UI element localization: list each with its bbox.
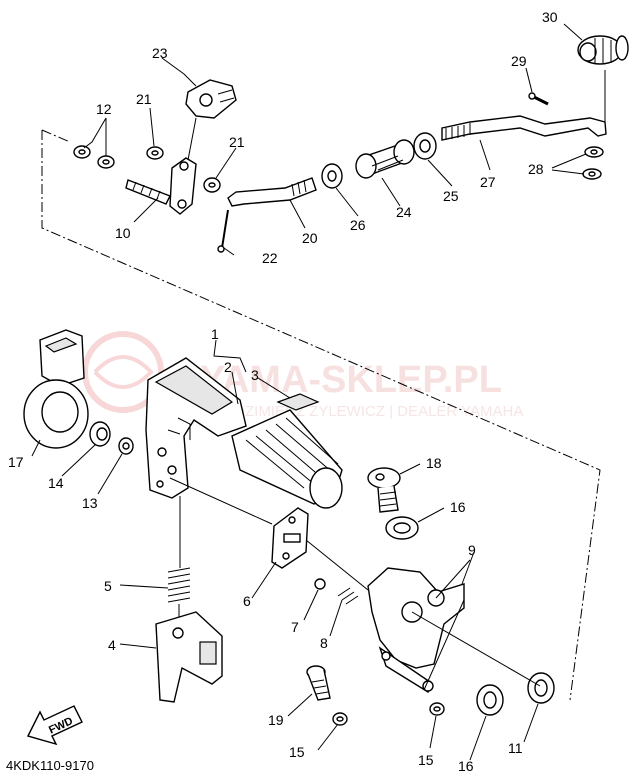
part-5-spring[interactable] bbox=[167, 496, 191, 620]
callout-24: 24 bbox=[396, 204, 412, 220]
part-20-shift-lever[interactable] bbox=[227, 177, 317, 207]
callout-18: 18 bbox=[426, 455, 442, 471]
callout-1: 1 bbox=[211, 326, 219, 342]
part-28-washers[interactable] bbox=[582, 146, 604, 180]
part-24-joint-sleeve[interactable] bbox=[355, 139, 415, 179]
callout-19: 19 bbox=[268, 712, 284, 728]
callout-28: 28 bbox=[528, 161, 544, 177]
callout-15-b: 15 bbox=[418, 752, 434, 768]
callout-2: 2 bbox=[224, 359, 232, 375]
callout-13: 13 bbox=[82, 495, 98, 511]
callout-5: 5 bbox=[104, 578, 112, 594]
part-27-shift-rod[interactable] bbox=[441, 70, 607, 141]
part-6-plate[interactable] bbox=[271, 507, 309, 569]
callout-16-b: 16 bbox=[458, 758, 474, 774]
callout-4: 4 bbox=[108, 637, 116, 653]
part-8-spring[interactable] bbox=[337, 587, 359, 605]
callout-22: 22 bbox=[262, 250, 278, 266]
part-21-washer-a[interactable] bbox=[146, 146, 164, 160]
part-9-cam-housing[interactable] bbox=[367, 567, 465, 694]
callout-30: 30 bbox=[542, 9, 558, 25]
part-15-washer-a[interactable] bbox=[332, 712, 348, 726]
callout-9: 9 bbox=[468, 542, 476, 558]
part-29-pin[interactable] bbox=[528, 92, 549, 106]
part-21-washer-b[interactable] bbox=[203, 177, 221, 193]
callout-16-a: 16 bbox=[450, 499, 466, 515]
part-25-nut[interactable] bbox=[413, 132, 437, 160]
diagram-code: 4KDK110-9170 bbox=[6, 758, 94, 773]
part-10-link[interactable] bbox=[125, 157, 197, 215]
fwd-arrow-icon: FWD bbox=[26, 705, 83, 746]
callout-20: 20 bbox=[302, 230, 318, 246]
callout-25: 25 bbox=[443, 188, 459, 204]
callout-7: 7 bbox=[291, 619, 299, 635]
part-23-lever[interactable] bbox=[185, 79, 237, 119]
callout-23: 23 bbox=[152, 45, 168, 61]
part-16-washer-lower[interactable] bbox=[476, 684, 504, 716]
leader-lines bbox=[31, 23, 587, 761]
callout-21-a: 21 bbox=[136, 91, 152, 107]
part-22-cotter-pin[interactable] bbox=[217, 209, 229, 253]
part-19-bolt[interactable] bbox=[306, 665, 331, 701]
callout-14: 14 bbox=[48, 475, 64, 491]
callout-11: 11 bbox=[508, 740, 523, 756]
callout-3: 3 bbox=[251, 367, 259, 383]
callout-6: 6 bbox=[243, 593, 251, 609]
callout-26: 26 bbox=[350, 217, 366, 233]
callout-12: 12 bbox=[96, 101, 112, 117]
part-15-washer-b[interactable] bbox=[429, 702, 445, 716]
part-2-grip[interactable] bbox=[231, 409, 343, 509]
part-18-screw[interactable] bbox=[367, 467, 401, 513]
callout-8: 8 bbox=[320, 635, 328, 651]
callout-labels: 30 29 23 21 12 21 28 27 25 24 26 10 20 2… bbox=[8, 9, 558, 774]
part-12-washers[interactable] bbox=[73, 145, 115, 169]
callout-21-b: 21 bbox=[229, 134, 245, 150]
callout-27: 27 bbox=[480, 174, 496, 190]
part-14-collar[interactable] bbox=[89, 421, 111, 447]
watermark-title: YAMA-SKLEP.PL bbox=[200, 359, 502, 401]
watermark-subtitle: WŁODZIMIERZ ŻYLEWICZ | DEALER YAMAHA bbox=[200, 402, 523, 420]
callout-17: 17 bbox=[8, 454, 24, 470]
assembly-boundary bbox=[41, 129, 601, 701]
callout-15-a: 15 bbox=[289, 744, 305, 760]
callout-10: 10 bbox=[115, 225, 131, 241]
part-13-washer[interactable] bbox=[118, 437, 134, 455]
part-26-nut[interactable] bbox=[321, 163, 343, 189]
callout-29: 29 bbox=[511, 53, 527, 69]
part-11-washer[interactable] bbox=[527, 672, 555, 704]
part-3-label[interactable] bbox=[276, 393, 320, 411]
part-16-washer-upper[interactable] bbox=[385, 516, 419, 540]
part-4-lock-piece[interactable] bbox=[155, 611, 223, 703]
part-30-grommet[interactable] bbox=[577, 35, 629, 65]
part-1-handle[interactable] bbox=[145, 357, 247, 499]
part-7-ball[interactable] bbox=[314, 578, 326, 590]
assembly-axis-lines bbox=[169, 477, 541, 691]
part-17-bracket[interactable] bbox=[23, 329, 89, 449]
